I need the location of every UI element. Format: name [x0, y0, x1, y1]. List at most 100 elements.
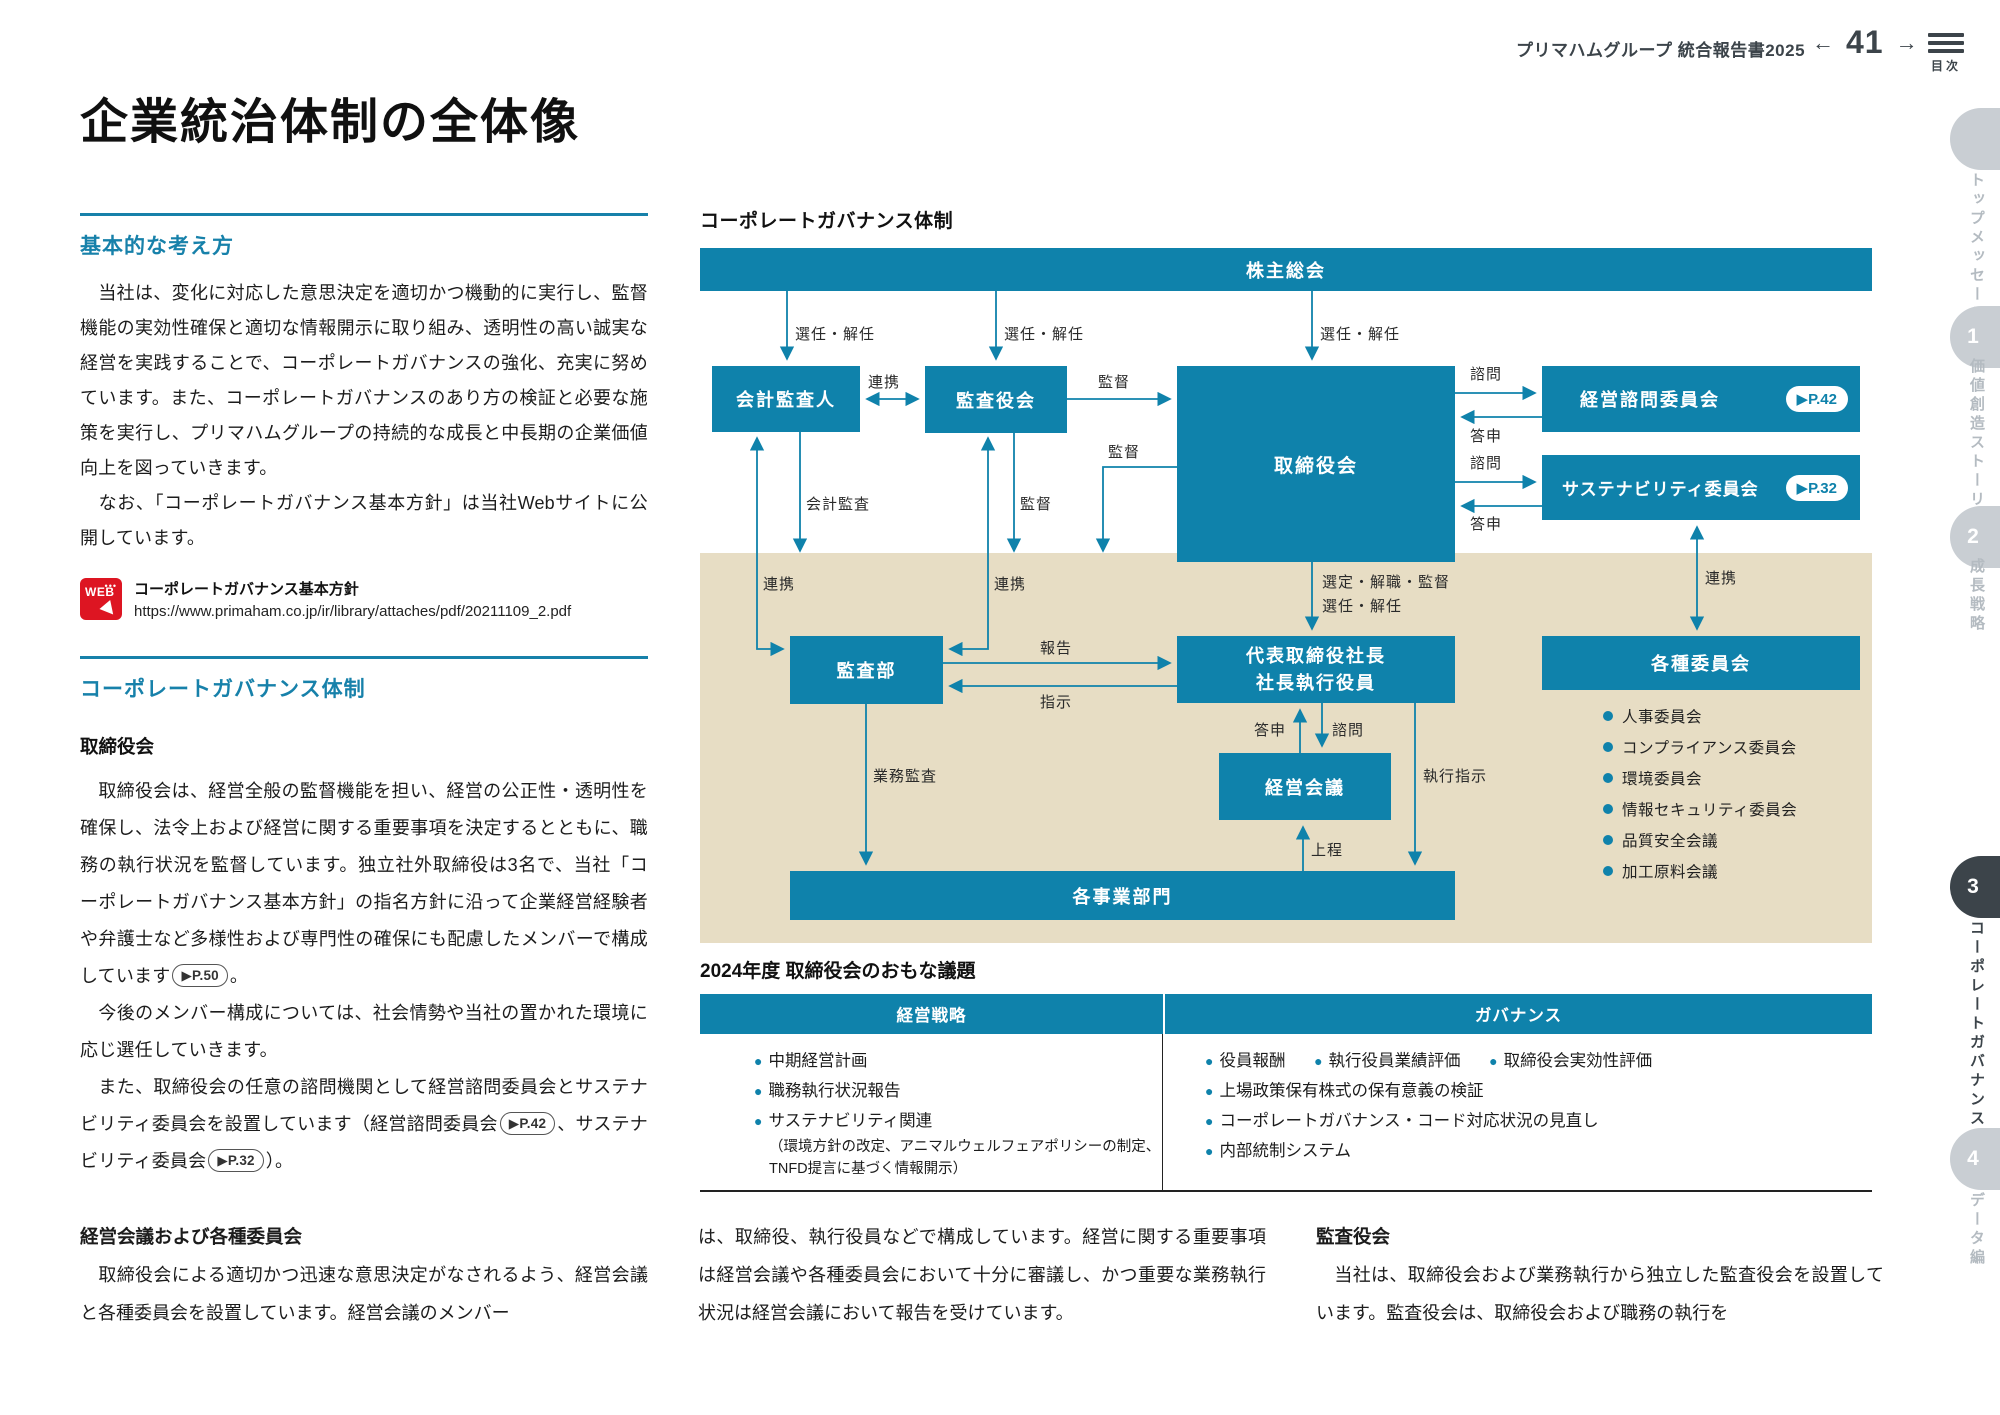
edge-label-appoint-dismiss-3: 選任・解任: [1320, 326, 1401, 343]
sidebar-tab-growth-strategy[interactable]: 2: [1950, 506, 2000, 568]
node-management-meeting: 経営会議: [1219, 753, 1391, 820]
agenda-header-strategy: 経営戦略: [700, 994, 1165, 1034]
page-ref-p32[interactable]: ▶P.32: [208, 1149, 264, 1172]
bottom-heading-management-meeting: 経営会議および各種委員会: [80, 1226, 303, 1247]
sidebar-tab-corporate-governance-label: コーポレートガバナンス: [1968, 920, 1985, 1129]
sidebar-tab-corporate-governance[interactable]: 3: [1950, 856, 2000, 918]
edge-label-supervision-board: 監督: [1108, 444, 1141, 461]
edge-label-report-back-2: 答申: [1470, 516, 1503, 533]
edge-label-supervision-mid: 監督: [1020, 496, 1053, 513]
edge-label-appoint-dismiss-4: 選任・解任: [1322, 598, 1403, 615]
list-item: 人事委員会: [1603, 705, 1797, 727]
toc-label: 目次: [1930, 59, 1961, 73]
basic-policy-section: 基本的な考え方 当社は、変化に対応した意思決定を適切かつ機動的に実行し、監督機能…: [80, 213, 648, 620]
sidebar-tab-top-message[interactable]: [1950, 108, 2000, 170]
edge-label-consult-3: 諮問: [1332, 722, 1365, 739]
board-subheading: 取締役会: [80, 736, 155, 757]
sidebar-tab-data[interactable]: 4: [1950, 1128, 2000, 1190]
node-various-committees: 各種委員会: [1542, 636, 1860, 690]
edge-label-consult-1: 諮問: [1470, 366, 1503, 383]
governance-diagram: コーポレートガバナンス体制: [700, 206, 1872, 946]
edge-label-cooperation-committees: 連携: [1705, 570, 1738, 587]
sidebar-tab-value-creation[interactable]: 1: [1950, 306, 2000, 368]
web-link-url[interactable]: https://www.primaham.co.jp/ir/library/at…: [134, 603, 572, 620]
edge-label-report-back-1: 答申: [1470, 428, 1503, 445]
board-paragraph-3: また、取締役会の任意の諮問機関として経営諮問委員会とサステナビリティ委員会を設置…: [80, 1077, 648, 1172]
section-rule: [80, 656, 648, 659]
next-page-arrow-icon[interactable]: →: [1895, 29, 1918, 55]
agenda-item: ●上場政策保有株式の保有意義の検証: [1205, 1082, 1484, 1100]
sidebar-tab-data-label: データ編: [1968, 1192, 1985, 1268]
toc-button[interactable]: 目次: [1928, 33, 1964, 74]
edge-label-consult-2: 諮問: [1470, 455, 1503, 472]
node-business-divisions: 各事業部門: [790, 871, 1455, 920]
web-link[interactable]: WEB ••• コーポレートガバナンス基本方針 https://www.prim…: [80, 578, 648, 620]
basic-policy-paragraph-1: 当社は、変化に対応した意思決定を適切かつ機動的に実行し、監督機能の実効性確保と適…: [80, 283, 648, 478]
web-icon: WEB •••: [80, 578, 122, 620]
edge-label-submission: 上程: [1311, 842, 1344, 859]
page-ref-p42[interactable]: ▶P.42: [499, 1112, 556, 1135]
board-paragraph-2: 今後のメンバー構成については、社会情勢や当社の置かれた環境に応じ選任していきます…: [80, 1003, 648, 1060]
page-title: 企業統治体制の全体像: [80, 96, 581, 150]
edge-label-cooperation-right: 連携: [994, 576, 1027, 593]
bullet-icon: [1603, 773, 1613, 783]
agenda-header-governance: ガバナンス: [1165, 994, 1872, 1034]
edge-label-operational-audit: 業務監査: [873, 768, 938, 785]
agenda-item: ●内部統制システム: [1205, 1142, 1351, 1160]
committee-list: 人事委員会 コンプライアンス委員会 環境委員会 情報セキュリティ委員会 品質安全…: [1603, 705, 1797, 891]
edge-label-appoint-dismiss-2: 選任・解任: [1004, 326, 1085, 343]
bullet-icon: [1603, 804, 1613, 814]
agenda-item-note: （環境方針の改定、アニマルウェルフェアポリシーの制定、TNFD提言に基づく情報開…: [769, 1139, 1161, 1177]
board-agenda-table: 2024年度 取締役会のおもな議題 経営戦略 ガバナンス ●中期経営計画 ●職務…: [700, 956, 1872, 1192]
bottom-paragraph: 取締役会による適切かつ迅速な意思決定がなされるよう、経営会議と各種委員会を設置し…: [80, 1265, 648, 1323]
prev-page-arrow-icon[interactable]: ←: [1812, 29, 1834, 55]
page-navigation: ← 41 →: [1812, 24, 1918, 61]
page-ref-pill-p32[interactable]: ▶P.32: [1785, 474, 1848, 501]
agenda-item: ●中期経営計画: [754, 1052, 868, 1070]
board-paragraph-1: 取締役会は、経営全般の監督機能を担い、経営の公正性・透明性を確保し、法令上および…: [80, 781, 648, 987]
node-accounting-auditor: 会計監査人: [712, 366, 860, 432]
sidebar-tab-value-creation-label: 価値創造ストーリー: [1968, 358, 1985, 529]
node-sustainability-committee: サステナビリティ委員会 ▶P.32: [1542, 455, 1860, 520]
edge-label-report-back-3: 答申: [1254, 722, 1287, 739]
agenda-item: ●サステナビリティ関連: [754, 1112, 933, 1130]
bottom-column-continued: は、取締役、執行役員などで構成しています。経営に関する重要事項は経営会議や各種委…: [698, 1218, 1266, 1332]
diagram-canvas: 株主総会 会計監査人 監査役会 取締役会 経営諮問委員会 ▶P.42 サステナビ…: [700, 245, 1872, 945]
list-item: 環境委員会: [1603, 767, 1797, 789]
agenda-title: 2024年度 取締役会のおもな議題: [700, 961, 976, 982]
edge-label-instruct: 指示: [1040, 694, 1073, 711]
agenda-governance-cell: ●役員報酬 ●執行役員業績評価 ●取締役会実効性評価 ●上場政策保有株式の保有意…: [1163, 1034, 1872, 1190]
edge-label-cooperation-left: 連携: [763, 576, 796, 593]
sidebar-tab-top-message-label: トップメッセージ: [1968, 172, 1985, 324]
bullet-icon: [1603, 866, 1613, 876]
agenda-item-row: ●役員報酬 ●執行役員業績評価 ●取締役会実効性評価: [1205, 1052, 1653, 1070]
bullet-icon: [1603, 711, 1613, 721]
agenda-strategy-cell: ●中期経営計画 ●職務執行状況報告 ●サステナビリティ関連 （環境方針の改定、ア…: [700, 1034, 1163, 1190]
page-number: 41: [1846, 24, 1884, 60]
agenda-item: ●職務執行状況報告: [754, 1082, 901, 1100]
sidebar-tab-growth-strategy-label: 成長戦略: [1968, 558, 1985, 634]
governance-heading: コーポレートガバナンス体制: [80, 678, 366, 701]
bottom-column-audit-board: 監査役会 当社は、取締役会および業務執行から独立した監査役会を設置しています。監…: [1316, 1218, 1884, 1332]
web-link-title[interactable]: コーポレートガバナンス基本方針: [134, 581, 359, 598]
page-ref-p50[interactable]: ▶P.50: [172, 964, 228, 987]
bullet-icon: [1603, 742, 1613, 752]
node-audit-and-supervisory-board: 監査役会: [925, 366, 1067, 433]
list-item: コンプライアンス委員会: [1603, 736, 1797, 758]
basic-policy-paragraph-2: なお、「コーポレートガバナンス基本方針」は当社Webサイトに公開しています。: [80, 493, 648, 548]
section-rule: [80, 213, 648, 216]
node-management-advisory-committee: 経営諮問委員会 ▶P.42: [1542, 366, 1860, 432]
agenda-item: ●コーポレートガバナンス・コード対応状況の見直し: [1205, 1112, 1599, 1130]
node-board-of-directors: 取締役会: [1177, 366, 1455, 562]
diagram-arrows: [749, 291, 1705, 871]
node-audit-department: 監査部: [790, 636, 943, 704]
bottom-heading-audit-board: 監査役会: [1316, 1226, 1391, 1247]
list-item: 情報セキュリティ委員会: [1603, 798, 1797, 820]
bottom-paragraph: 当社は、取締役会および業務執行から独立した監査役会を設置しています。監査役会は、…: [1316, 1265, 1884, 1323]
node-shareholders-meeting: 株主総会: [700, 248, 1872, 291]
governance-section: コーポレートガバナンス体制 取締役会 取締役会は、経営全般の監督機能を担い、経営…: [80, 656, 648, 1198]
bullet-icon: [1603, 835, 1613, 845]
bottom-column-management-meeting: 経営会議および各種委員会 取締役会による適切かつ迅速な意思決定がなされるよう、経…: [80, 1218, 648, 1332]
page-ref-pill-p42[interactable]: ▶P.42: [1785, 386, 1848, 412]
list-item: 品質安全会議: [1603, 829, 1797, 851]
